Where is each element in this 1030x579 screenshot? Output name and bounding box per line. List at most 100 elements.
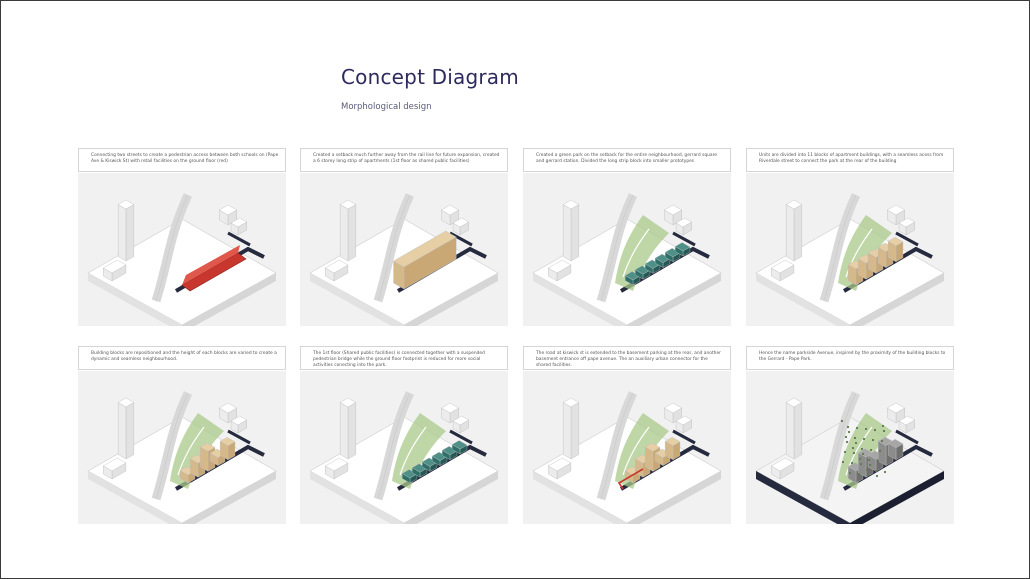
rail-line — [600, 392, 634, 500]
tree — [874, 469, 878, 473]
site-plinth-left — [88, 471, 182, 524]
site-plinth-right — [404, 471, 498, 524]
tree — [844, 435, 848, 439]
step-caption: The 1st floor (Shared public facilities)… — [300, 346, 508, 370]
tower-building — [117, 199, 135, 262]
apartment-block — [401, 469, 418, 484]
site-plinth-left — [310, 471, 404, 524]
concept-step-3: Created a green park on the setback for … — [523, 148, 731, 326]
site-plinth-left — [88, 273, 182, 326]
context-building — [102, 259, 127, 282]
context-building — [218, 402, 238, 424]
basement-ramp — [617, 468, 644, 490]
concept-step-6: The 1st floor (Shared public facilities)… — [300, 346, 508, 524]
apartment-block — [441, 446, 458, 461]
massing-svg — [309, 193, 499, 326]
context-building — [452, 415, 470, 434]
rail-line — [155, 194, 189, 302]
site-plinth-right — [627, 273, 721, 326]
massing-diagram — [300, 173, 508, 326]
concept-step-1: Connecting two streets to create a pedes… — [78, 148, 286, 326]
step-caption: Created a setback much further away from… — [300, 148, 508, 172]
concept-step-8: Hence the name parkside Avenue, inspired… — [746, 346, 954, 524]
context-building — [675, 217, 693, 236]
apartment-block — [644, 259, 661, 274]
tree — [880, 439, 884, 443]
park-area — [392, 413, 446, 489]
tree — [857, 472, 861, 476]
tree — [855, 426, 859, 430]
concept-step-7: The road at kiswick st is extended to th… — [523, 346, 731, 524]
side-road — [227, 429, 251, 445]
tree — [869, 448, 873, 452]
tree — [871, 438, 875, 442]
context-building — [675, 415, 693, 434]
tree — [859, 462, 863, 466]
tree — [858, 457, 862, 461]
site-plinth-right — [182, 273, 276, 326]
tree — [867, 458, 871, 462]
apartment-block — [219, 437, 236, 461]
retail-strip-ramp — [182, 245, 240, 285]
tower-building — [339, 397, 357, 460]
context-building — [440, 402, 460, 424]
context-building — [324, 259, 349, 282]
tree — [873, 428, 877, 432]
site-plinth-left — [756, 273, 850, 326]
massing-svg — [87, 193, 277, 326]
apartment-block — [451, 440, 468, 455]
park-path — [845, 228, 873, 278]
site-plinth-right — [404, 273, 498, 326]
tree — [878, 449, 882, 453]
context-building — [898, 415, 916, 434]
apartment-block — [431, 451, 448, 466]
site-plinth-left — [533, 471, 627, 524]
rail-line — [600, 194, 634, 302]
step-caption: Connecting two streets to create a pedes… — [78, 148, 286, 172]
apartment-block — [624, 271, 641, 286]
tower-building — [117, 397, 135, 460]
apartment-block — [887, 439, 904, 461]
step-caption: Building blocks are repositioned and the… — [78, 346, 286, 370]
site-plinth-right — [850, 273, 944, 326]
tower-building — [562, 397, 580, 460]
massing-svg — [87, 391, 277, 524]
tree — [876, 459, 880, 463]
site-plinth-right — [182, 471, 276, 524]
massing-diagram — [523, 371, 731, 524]
context-building — [547, 259, 572, 282]
side-road — [449, 231, 473, 247]
tower-building — [785, 199, 803, 262]
tree — [875, 474, 879, 478]
tree — [865, 468, 869, 472]
context-building — [770, 259, 795, 282]
park-path — [845, 426, 873, 476]
page-title: Concept Diagram — [341, 65, 519, 89]
massing-svg — [532, 391, 722, 524]
context-building — [324, 457, 349, 480]
side-road — [672, 231, 696, 247]
page-subtitle: Morphological design — [341, 102, 432, 112]
tree — [846, 425, 850, 429]
step-caption: The road at kiswick st is extended to th… — [523, 346, 731, 370]
apartment-block — [664, 248, 681, 263]
tree — [864, 427, 868, 431]
context-building — [230, 217, 248, 236]
massing-diagram — [746, 173, 954, 326]
apartment-strip — [393, 230, 457, 290]
side-road — [895, 231, 919, 247]
tree — [881, 424, 885, 428]
side-road — [227, 231, 251, 247]
massing-svg — [309, 391, 499, 524]
context-building — [547, 457, 572, 480]
apartment-block — [411, 463, 428, 478]
tower-building — [339, 199, 357, 262]
site-plinth-left — [756, 471, 850, 524]
tree — [861, 452, 865, 456]
apartment-block — [634, 265, 651, 280]
side-road — [672, 429, 696, 445]
context-building — [230, 415, 248, 434]
concept-step-2: Created a setback much further away from… — [300, 148, 508, 326]
concept-step-5: Building blocks are repositioned and the… — [78, 346, 286, 524]
